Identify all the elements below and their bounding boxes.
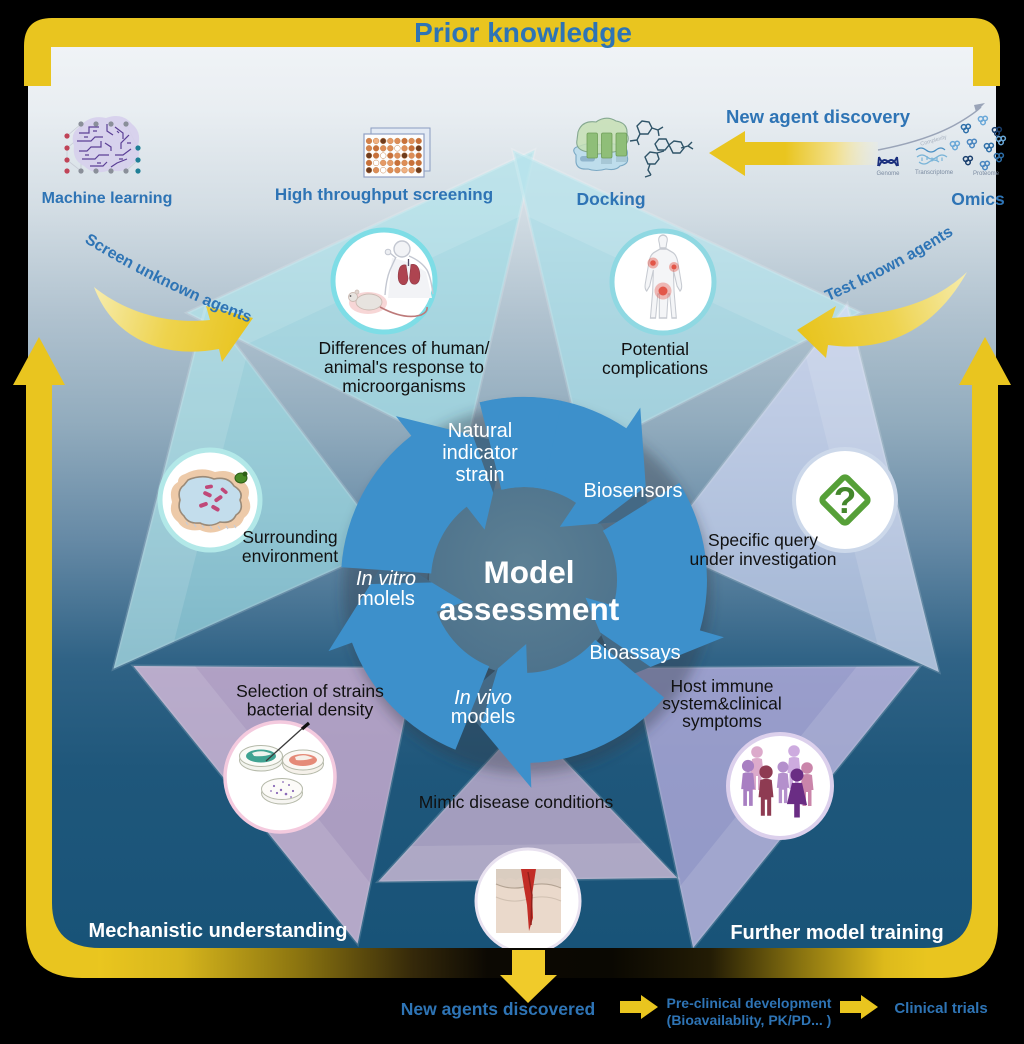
- svg-text:(Bioavailablity, PK/PD... ): (Bioavailablity, PK/PD... ): [667, 1012, 832, 1028]
- svg-text:Mechanistic understanding: Mechanistic understanding: [89, 920, 348, 942]
- svg-text:Clinical trials: Clinical trials: [894, 1000, 987, 1017]
- svg-text:Model: Model: [484, 554, 575, 590]
- svg-text:Potential: Potential: [621, 339, 689, 359]
- svg-text:molels: molels: [357, 588, 415, 610]
- svg-text:Transcriptome: Transcriptome: [915, 170, 954, 176]
- svg-text:Omics: Omics: [951, 189, 1005, 209]
- svg-text:Proteome: Proteome: [973, 171, 1000, 177]
- svg-text:Natural: Natural: [448, 420, 512, 442]
- svg-text:symptoms: symptoms: [682, 711, 762, 731]
- svg-text:Selection of strains: Selection of strains: [236, 681, 384, 701]
- svg-text:Machine learning: Machine learning: [42, 190, 173, 207]
- svg-text:microorganisms: microorganisms: [342, 376, 466, 396]
- svg-text:Pre-clinical development: Pre-clinical development: [667, 995, 832, 1011]
- svg-text:Further model training: Further model training: [730, 922, 943, 944]
- svg-text:New agent discovery: New agent discovery: [726, 106, 911, 127]
- svg-text:?: ?: [834, 480, 857, 521]
- svg-text:Mimic disease conditions: Mimic disease conditions: [419, 792, 614, 812]
- svg-text:Docking: Docking: [576, 189, 645, 209]
- svg-text:Genome: Genome: [876, 171, 900, 177]
- svg-text:New agents discovered: New agents discovered: [401, 999, 596, 1019]
- svg-text:Biosensors: Biosensors: [584, 480, 683, 502]
- svg-text:system&clinical: system&clinical: [662, 694, 782, 714]
- svg-text:In vitro: In vitro: [356, 568, 416, 590]
- svg-text:strain: strain: [456, 464, 505, 486]
- svg-text:complications: complications: [602, 358, 708, 378]
- svg-text:Differences of human/: Differences of human/: [319, 338, 490, 358]
- svg-text:Prior knowledge: Prior knowledge: [414, 17, 632, 48]
- svg-text:under investigation: under investigation: [690, 549, 837, 569]
- svg-text:indicator: indicator: [442, 442, 518, 464]
- svg-text:Bioassays: Bioassays: [589, 642, 680, 664]
- svg-text:Specific query: Specific query: [708, 530, 818, 550]
- svg-text:Host immune: Host immune: [670, 676, 773, 696]
- svg-text:assessment: assessment: [439, 591, 620, 627]
- svg-text:environment: environment: [242, 546, 338, 566]
- svg-text:High throughput screening: High throughput screening: [275, 185, 493, 204]
- svg-text:models: models: [451, 706, 515, 728]
- svg-text:Surrounding: Surrounding: [242, 527, 337, 547]
- svg-text:In vivo: In vivo: [454, 687, 512, 709]
- svg-text:bacterial density: bacterial density: [247, 700, 374, 720]
- svg-text:animal's response to: animal's response to: [324, 357, 484, 377]
